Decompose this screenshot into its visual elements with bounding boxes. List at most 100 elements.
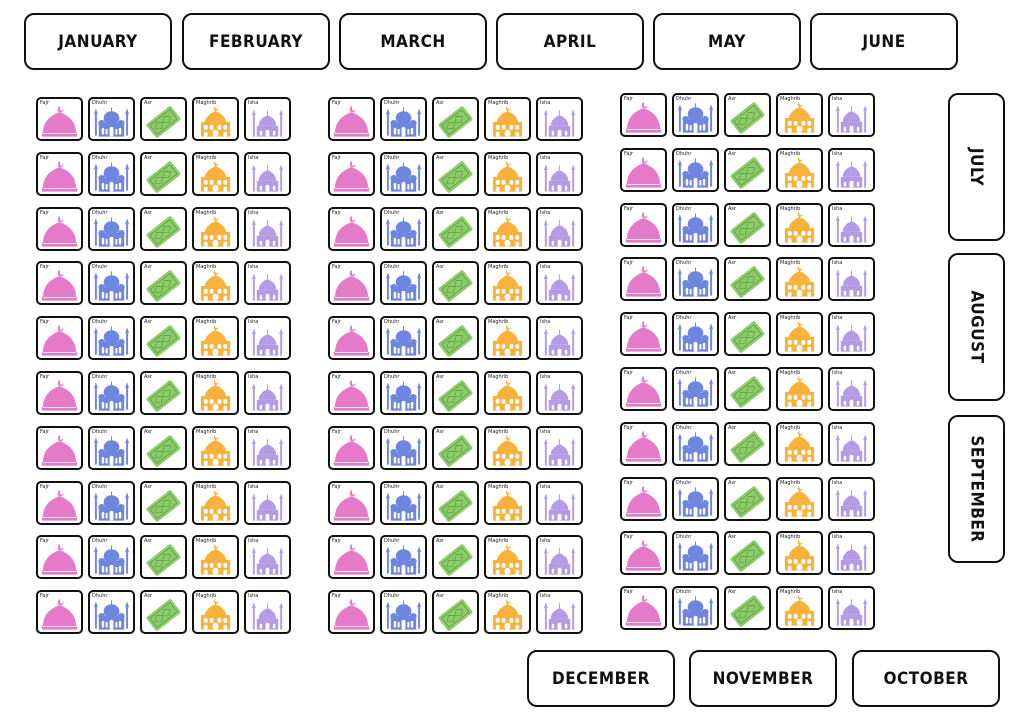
prayer-tile-dhuhr[interactable]: Dhuhr bbox=[672, 476, 719, 521]
prayer-tile-maghrib[interactable]: Maghrib bbox=[192, 590, 239, 635]
prayer-tile-maghrib[interactable]: Maghrib bbox=[192, 371, 239, 415]
prayer-tile-fajr[interactable]: Fajr bbox=[620, 202, 667, 247]
prayer-tile-asr[interactable]: Asr bbox=[724, 476, 771, 521]
prayer-tile-fajr[interactable]: Fajr bbox=[36, 535, 83, 580]
prayer-tile-fajr[interactable]: Fajr bbox=[620, 421, 667, 466]
prayer-tile-isha[interactable]: Isha bbox=[244, 535, 291, 580]
month-button-june[interactable]: JUNE bbox=[810, 13, 958, 70]
prayer-tile-isha[interactable]: Isha bbox=[536, 261, 583, 306]
prayer-tile-isha[interactable]: Isha bbox=[244, 590, 291, 635]
prayer-tile-maghrib[interactable]: Maghrib bbox=[484, 425, 531, 470]
prayer-tile-asr[interactable]: Asr bbox=[724, 531, 771, 576]
prayer-tile-dhuhr[interactable]: Dhuhr bbox=[380, 425, 427, 470]
prayer-tile-fajr[interactable]: Fajr bbox=[620, 586, 667, 631]
prayer-tile-asr[interactable]: Asr bbox=[140, 97, 187, 141]
prayer-tile-fajr[interactable]: Fajr bbox=[620, 257, 667, 302]
prayer-tile-isha[interactable]: Isha bbox=[536, 206, 583, 251]
prayer-tile-isha[interactable]: Isha bbox=[828, 367, 875, 411]
prayer-tile-maghrib[interactable]: Maghrib bbox=[776, 312, 823, 357]
prayer-tile-maghrib[interactable]: Maghrib bbox=[192, 151, 239, 196]
prayer-tile-maghrib[interactable]: Maghrib bbox=[484, 480, 531, 525]
prayer-tile-isha[interactable]: Isha bbox=[244, 371, 291, 415]
prayer-tile-dhuhr[interactable]: Dhuhr bbox=[88, 97, 135, 141]
prayer-tile-asr[interactable]: Asr bbox=[724, 257, 771, 302]
prayer-tile-maghrib[interactable]: Maghrib bbox=[776, 476, 823, 521]
prayer-tile-asr[interactable]: Asr bbox=[140, 151, 187, 196]
prayer-tile-dhuhr[interactable]: Dhuhr bbox=[88, 480, 135, 525]
prayer-tile-isha[interactable]: Isha bbox=[536, 316, 583, 361]
prayer-tile-dhuhr[interactable]: Dhuhr bbox=[380, 97, 427, 141]
prayer-tile-isha[interactable]: Isha bbox=[244, 151, 291, 196]
prayer-tile-dhuhr[interactable]: Dhuhr bbox=[380, 316, 427, 361]
month-button-july[interactable]: JULY bbox=[948, 93, 1005, 241]
prayer-tile-fajr[interactable]: Fajr bbox=[36, 590, 83, 635]
prayer-tile-asr[interactable]: Asr bbox=[432, 425, 479, 470]
prayer-tile-fajr[interactable]: Fajr bbox=[620, 367, 667, 411]
prayer-tile-isha[interactable]: Isha bbox=[244, 480, 291, 525]
prayer-tile-isha[interactable]: Isha bbox=[244, 261, 291, 306]
prayer-tile-isha[interactable]: Isha bbox=[536, 590, 583, 635]
prayer-tile-dhuhr[interactable]: Dhuhr bbox=[672, 147, 719, 192]
prayer-tile-dhuhr[interactable]: Dhuhr bbox=[88, 206, 135, 251]
prayer-tile-dhuhr[interactable]: Dhuhr bbox=[672, 312, 719, 357]
prayer-tile-maghrib[interactable]: Maghrib bbox=[192, 480, 239, 525]
prayer-tile-fajr[interactable]: Fajr bbox=[328, 480, 375, 525]
prayer-tile-dhuhr[interactable]: Dhuhr bbox=[672, 531, 719, 576]
prayer-tile-fajr[interactable]: Fajr bbox=[36, 206, 83, 251]
prayer-tile-isha[interactable]: Isha bbox=[244, 206, 291, 251]
prayer-tile-fajr[interactable]: Fajr bbox=[328, 261, 375, 306]
month-button-august[interactable]: AUGUST bbox=[948, 253, 1005, 401]
prayer-tile-asr[interactable]: Asr bbox=[724, 312, 771, 357]
prayer-tile-asr[interactable]: Asr bbox=[724, 202, 771, 247]
prayer-tile-dhuhr[interactable]: Dhuhr bbox=[672, 202, 719, 247]
prayer-tile-maghrib[interactable]: Maghrib bbox=[192, 316, 239, 361]
prayer-tile-dhuhr[interactable]: Dhuhr bbox=[672, 421, 719, 466]
prayer-tile-dhuhr[interactable]: Dhuhr bbox=[380, 151, 427, 196]
prayer-tile-maghrib[interactable]: Maghrib bbox=[484, 206, 531, 251]
prayer-tile-asr[interactable]: Asr bbox=[140, 371, 187, 415]
prayer-tile-isha[interactable]: Isha bbox=[536, 97, 583, 141]
prayer-tile-dhuhr[interactable]: Dhuhr bbox=[380, 480, 427, 525]
prayer-tile-isha[interactable]: Isha bbox=[828, 531, 875, 576]
prayer-tile-dhuhr[interactable]: Dhuhr bbox=[380, 371, 427, 415]
prayer-tile-asr[interactable]: Asr bbox=[140, 261, 187, 306]
prayer-tile-maghrib[interactable]: Maghrib bbox=[192, 206, 239, 251]
prayer-tile-isha[interactable]: Isha bbox=[828, 312, 875, 357]
prayer-tile-dhuhr[interactable]: Dhuhr bbox=[88, 425, 135, 470]
prayer-tile-maghrib[interactable]: Maghrib bbox=[776, 367, 823, 411]
prayer-tile-fajr[interactable]: Fajr bbox=[328, 206, 375, 251]
prayer-tile-asr[interactable]: Asr bbox=[140, 316, 187, 361]
prayer-tile-isha[interactable]: Isha bbox=[828, 586, 875, 631]
prayer-tile-dhuhr[interactable]: Dhuhr bbox=[88, 371, 135, 415]
month-button-may[interactable]: MAY bbox=[653, 13, 801, 70]
prayer-tile-dhuhr[interactable]: Dhuhr bbox=[88, 261, 135, 306]
prayer-tile-isha[interactable]: Isha bbox=[244, 316, 291, 361]
prayer-tile-isha[interactable]: Isha bbox=[828, 147, 875, 192]
prayer-tile-asr[interactable]: Asr bbox=[432, 316, 479, 361]
prayer-tile-fajr[interactable]: Fajr bbox=[620, 531, 667, 576]
prayer-tile-dhuhr[interactable]: Dhuhr bbox=[380, 206, 427, 251]
prayer-tile-maghrib[interactable]: Maghrib bbox=[484, 261, 531, 306]
prayer-tile-fajr[interactable]: Fajr bbox=[36, 425, 83, 470]
prayer-tile-isha[interactable]: Isha bbox=[536, 371, 583, 415]
prayer-tile-fajr[interactable]: Fajr bbox=[328, 425, 375, 470]
prayer-tile-maghrib[interactable]: Maghrib bbox=[776, 147, 823, 192]
prayer-tile-fajr[interactable]: Fajr bbox=[328, 535, 375, 580]
prayer-tile-dhuhr[interactable]: Dhuhr bbox=[672, 586, 719, 631]
prayer-tile-isha[interactable]: Isha bbox=[244, 97, 291, 141]
prayer-tile-asr[interactable]: Asr bbox=[724, 421, 771, 466]
prayer-tile-maghrib[interactable]: Maghrib bbox=[776, 93, 823, 137]
prayer-tile-fajr[interactable]: Fajr bbox=[328, 590, 375, 635]
prayer-tile-isha[interactable]: Isha bbox=[828, 93, 875, 137]
prayer-tile-asr[interactable]: Asr bbox=[432, 206, 479, 251]
prayer-tile-maghrib[interactable]: Maghrib bbox=[192, 425, 239, 470]
prayer-tile-dhuhr[interactable]: Dhuhr bbox=[672, 367, 719, 411]
prayer-tile-dhuhr[interactable]: Dhuhr bbox=[672, 257, 719, 302]
prayer-tile-fajr[interactable]: Fajr bbox=[328, 316, 375, 361]
prayer-tile-asr[interactable]: Asr bbox=[432, 590, 479, 635]
prayer-tile-dhuhr[interactable]: Dhuhr bbox=[88, 590, 135, 635]
prayer-tile-asr[interactable]: Asr bbox=[432, 535, 479, 580]
prayer-tile-maghrib[interactable]: Maghrib bbox=[484, 371, 531, 415]
prayer-tile-dhuhr[interactable]: Dhuhr bbox=[672, 93, 719, 137]
prayer-tile-maghrib[interactable]: Maghrib bbox=[776, 531, 823, 576]
